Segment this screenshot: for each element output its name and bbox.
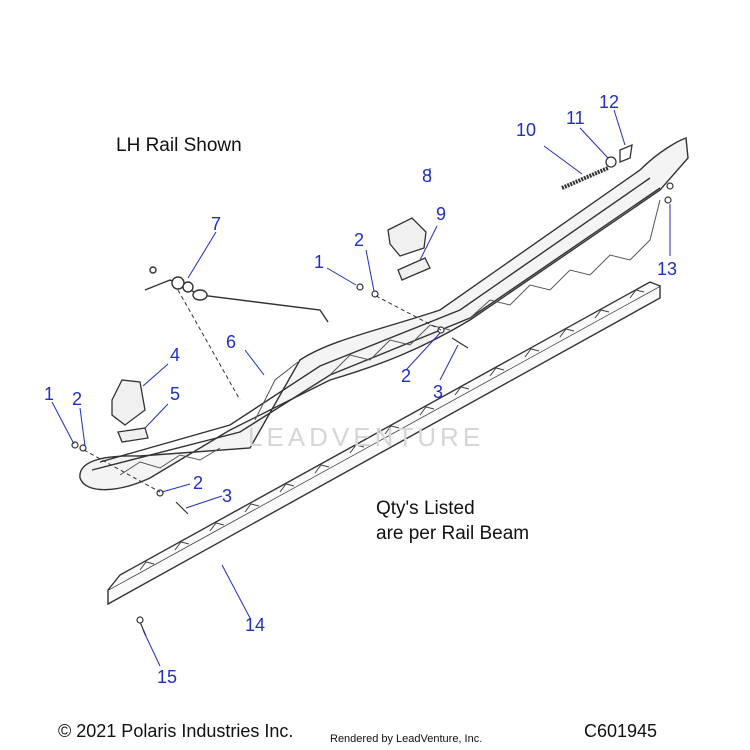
callout-7: 7 [211,214,222,234]
callout-2-upper: 2 [354,230,365,250]
qty-note-line2: are per Rail Beam [376,523,530,544]
guide-lines [83,289,442,493]
callout-1-left: 1 [44,384,55,404]
rail-side-note: LH Rail Shown [116,135,242,156]
callout-2-center: 2 [401,366,412,386]
callout-5: 5 [170,384,181,404]
watermark-text: LEADVENTURE [248,422,485,452]
callout-4: 4 [170,345,181,365]
callout-3-lower: 3 [222,486,233,506]
hinge-rod [144,266,329,323]
copyright-text: © 2021 Polaris Industries Inc. [58,721,294,741]
block-parts [111,217,431,443]
callout-9: 9 [436,204,447,224]
callout-2-left: 2 [72,389,83,409]
callout-10: 10 [516,120,537,140]
callout-3-center: 3 [433,382,444,402]
callout-15: 15 [157,667,178,687]
callout-11: 11 [566,108,585,128]
callout-13: 13 [657,259,678,279]
adjuster-parts [561,143,633,190]
callout-14: 14 [245,615,266,635]
callout-1-mid: 1 [314,252,325,272]
callout-8: 8 [422,166,433,186]
slide-rail-teeth [139,289,645,571]
rendered-by-text: Rendered by LeadVenture, Inc. [330,733,483,745]
qty-note-line1: Qty's Listed [376,498,475,519]
slide-rail [107,281,661,606]
diagram-code: C601945 [584,721,658,741]
rail-truss [119,199,661,476]
callout-6: 6 [226,332,237,352]
callout-12: 12 [599,92,620,112]
leader-lines [51,109,671,667]
callout-2-lower: 2 [193,473,204,493]
